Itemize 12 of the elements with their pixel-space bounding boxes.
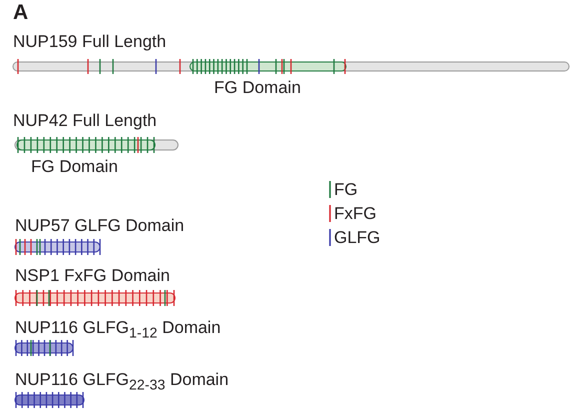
legend-label: GLFG [334, 228, 380, 248]
protein-label: NUP57 GLFG Domain [15, 216, 184, 236]
protein-label: NUP116 GLFG$_{22-33}$ Domain [15, 370, 229, 396]
domain-label: FG Domain [31, 157, 118, 177]
domain-label: FG Domain [214, 78, 301, 98]
legend-label: FG [334, 180, 358, 200]
panel-letter: A [13, 1, 28, 24]
protein-label: NSP1 FxFG Domain [15, 266, 170, 286]
legend-label: FxFG [334, 204, 376, 224]
protein-label: NUP159 Full Length [13, 32, 166, 52]
protein-label: NUP116 GLFG$_{1-12}$ Domain [15, 318, 221, 344]
protein-label: NUP42 Full Length [13, 111, 157, 131]
